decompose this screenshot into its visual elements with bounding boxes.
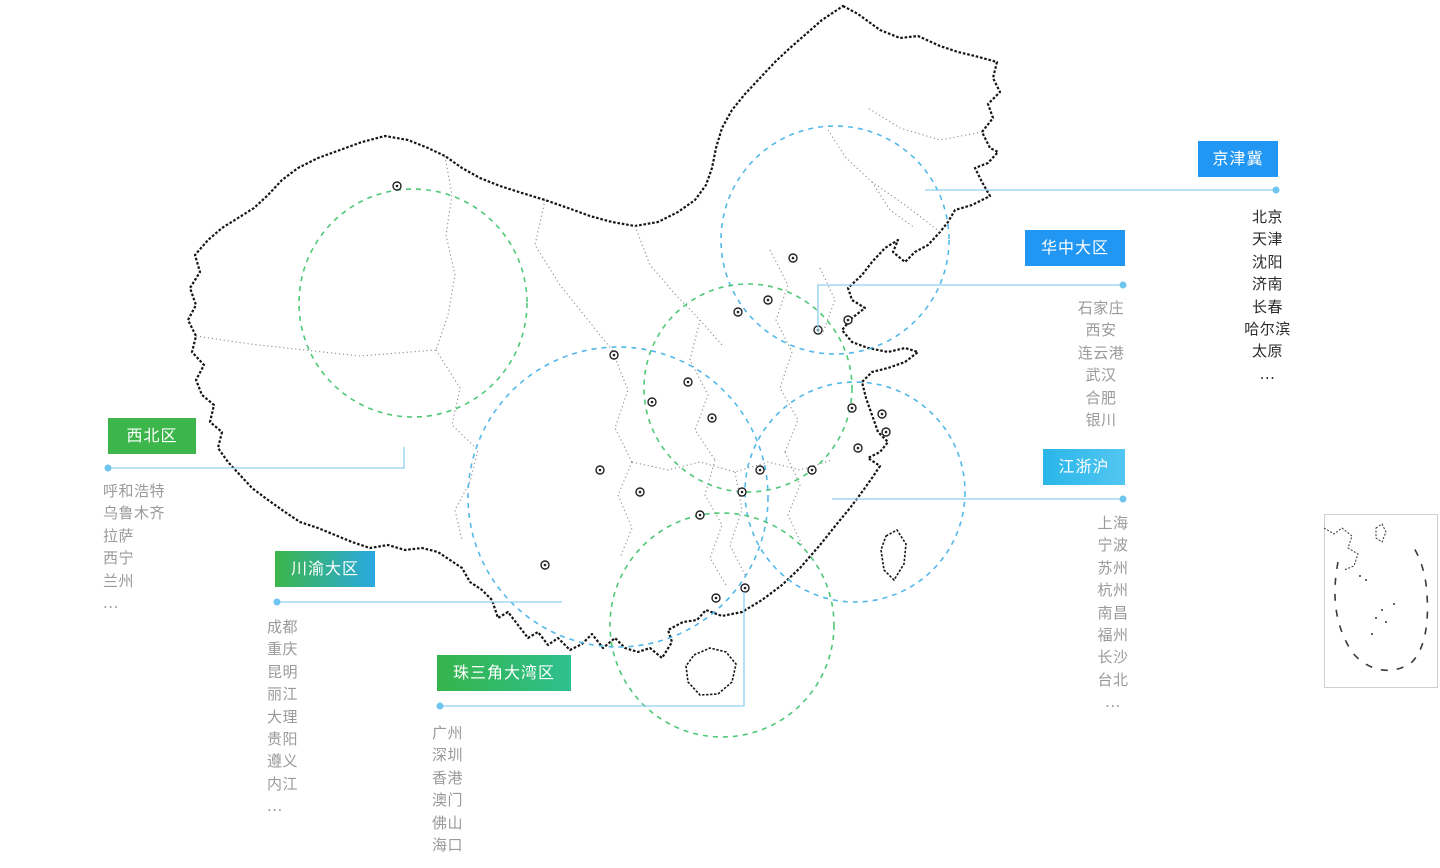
city-item: 内江 xyxy=(267,774,299,793)
city-item: 哈尔滨 xyxy=(1244,320,1291,339)
south-china-sea-inset xyxy=(1324,514,1438,688)
city-item: 合肥 xyxy=(1085,388,1117,407)
region-badge-zhusanjiao[interactable]: 珠三角大湾区 xyxy=(437,655,571,691)
ring-huazhong xyxy=(643,283,853,493)
city-item: 佛山 xyxy=(432,813,464,832)
city-item: ... xyxy=(267,797,283,816)
city-item: 海口 xyxy=(432,836,464,855)
hainan-island xyxy=(685,647,737,696)
ring-xibei xyxy=(298,188,528,418)
city-item: ... xyxy=(1259,364,1276,383)
city-item: 遵义 xyxy=(267,752,299,771)
taiwan-island xyxy=(880,528,907,582)
city-list-jingjinji: 北京天津沈阳济南长春哈尔滨太原... xyxy=(1220,206,1315,385)
city-item: 昆明 xyxy=(267,662,299,681)
city-list-jiangzhehu: 上海宁波苏州杭州南昌福州长沙台北... xyxy=(1068,512,1158,714)
city-item: 重庆 xyxy=(267,640,299,659)
city-item: 福州 xyxy=(1097,626,1129,645)
city-list-xibei: 呼和浩特乌鲁木齐拉萨西宁兰州... xyxy=(103,480,213,614)
city-item: 丽江 xyxy=(267,685,299,704)
city-item: ... xyxy=(103,594,119,613)
connector-jiangzhehu-dot xyxy=(1119,495,1127,503)
inset-coastline xyxy=(1324,527,1359,571)
connector-xibei-dot xyxy=(104,464,112,472)
city-item: 宁波 xyxy=(1097,536,1129,555)
city-item: 苏州 xyxy=(1097,558,1129,577)
city-item: 杭州 xyxy=(1097,581,1129,600)
city-item: 南昌 xyxy=(1097,603,1129,622)
connector-huazhong xyxy=(817,284,1123,332)
city-list-huazhong: 石家庄西安连云港武汉合肥银川 xyxy=(1053,297,1149,431)
city-item: 银川 xyxy=(1085,411,1117,430)
city-item: 香港 xyxy=(432,768,464,787)
city-item: 北京 xyxy=(1251,208,1283,226)
city-item: 沈阳 xyxy=(1251,252,1283,271)
city-item: 兰州 xyxy=(103,571,135,590)
inset-islands xyxy=(1359,575,1395,635)
city-item: 台北 xyxy=(1097,670,1129,689)
inset-nine-dash-line xyxy=(1334,547,1429,671)
inset-frame xyxy=(1324,514,1438,688)
city-item: 太原 xyxy=(1251,342,1283,361)
region-badge-xibei[interactable]: 西北区 xyxy=(108,418,196,454)
city-markers xyxy=(392,181,891,603)
connector-jingjinji-dot xyxy=(1272,186,1280,194)
connector-huazhong-dot xyxy=(1119,281,1127,289)
city-item: 澳门 xyxy=(432,791,464,810)
ring-chuanyu xyxy=(467,346,769,648)
ring-jingjinji xyxy=(720,125,950,355)
region-badge-jiangzhehu[interactable]: 江浙沪 xyxy=(1043,449,1125,485)
ring-jiangzhehu xyxy=(744,381,966,603)
city-item: 大理 xyxy=(267,707,299,726)
region-badge-huazhong[interactable]: 华中大区 xyxy=(1025,230,1125,266)
city-item: 拉萨 xyxy=(103,526,135,545)
region-badge-jingjinji[interactable]: 京津冀 xyxy=(1198,141,1278,177)
city-item: 武汉 xyxy=(1085,366,1117,385)
city-item: ... xyxy=(1105,693,1121,712)
city-item: 深圳 xyxy=(432,746,464,765)
city-item: 西安 xyxy=(1085,321,1117,340)
city-item: 石家庄 xyxy=(1077,299,1125,317)
city-item: 乌鲁木齐 xyxy=(103,504,166,523)
region-badge-chuanyu[interactable]: 川渝大区 xyxy=(275,551,375,587)
province-borders xyxy=(195,107,983,586)
city-item: 成都 xyxy=(267,618,299,636)
city-item: 长春 xyxy=(1251,297,1283,316)
city-list-chuanyu: 成都重庆昆明丽江大理贵阳遵义内江... xyxy=(267,616,377,818)
city-list-zhusanjiao: 广州深圳香港澳门佛山海口... xyxy=(432,722,542,868)
city-item: 连云港 xyxy=(1077,343,1125,362)
connector-zhusanjiao-dot xyxy=(436,702,444,710)
connector-xibei xyxy=(108,447,405,469)
ring-zhusanjiao xyxy=(609,512,835,738)
city-item: 贵阳 xyxy=(267,730,299,749)
city-item: 天津 xyxy=(1251,230,1283,249)
city-item: 呼和浩特 xyxy=(103,482,166,500)
china-border xyxy=(186,4,1002,660)
city-item: ... xyxy=(432,858,448,868)
connector-chuanyu-dot xyxy=(273,598,281,606)
connector-zhusanjiao xyxy=(440,592,745,707)
city-item: 广州 xyxy=(432,724,464,742)
city-item: 长沙 xyxy=(1097,648,1129,667)
callout-connectors xyxy=(104,186,1280,710)
city-item: 西宁 xyxy=(103,549,135,568)
city-item: 上海 xyxy=(1097,514,1129,532)
city-item: 济南 xyxy=(1251,275,1283,294)
